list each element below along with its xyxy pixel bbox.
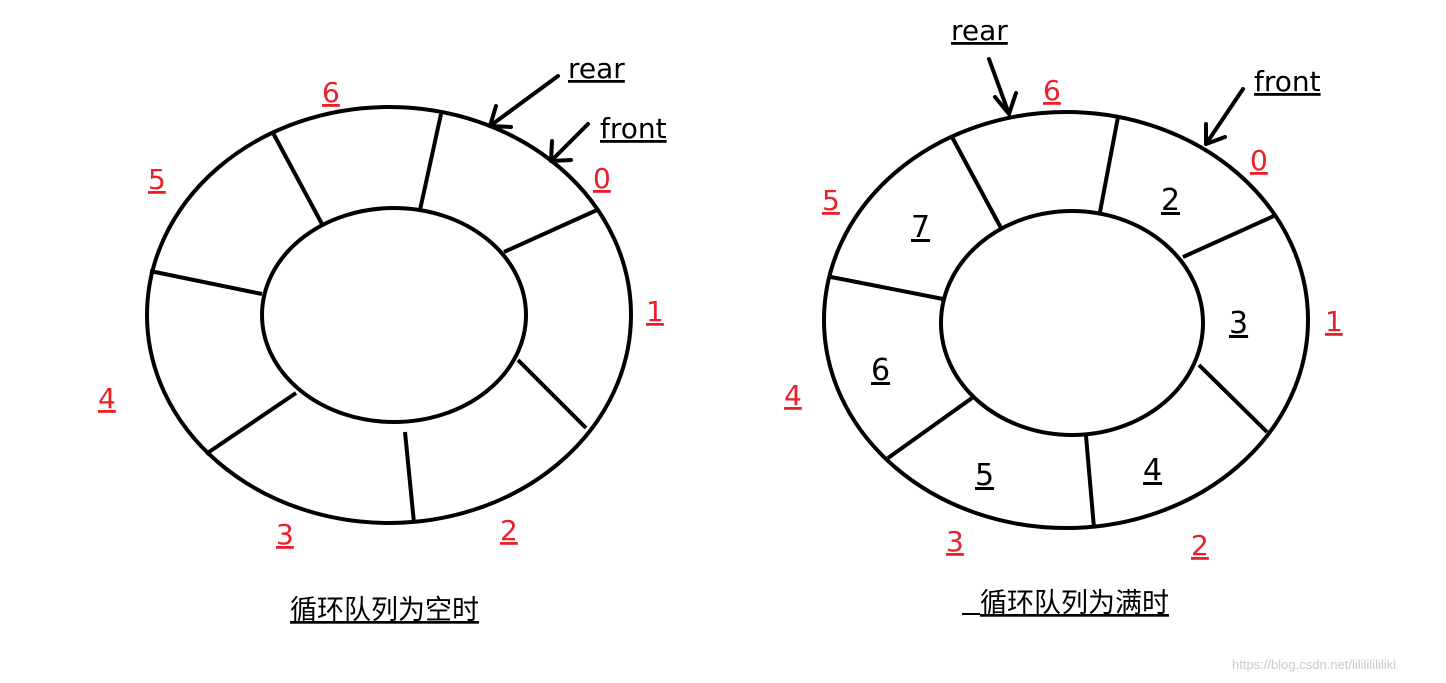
- right-index-1: 1: [1325, 305, 1343, 338]
- right-slot-value: 4: [1143, 453, 1162, 488]
- left-index-5: 5: [148, 163, 166, 196]
- left-caption: 循环队列为空时: [290, 595, 479, 626]
- right-index-6: 6: [1043, 74, 1061, 107]
- right-slot-value: 7: [911, 210, 930, 245]
- right-rear-label: rear: [951, 14, 1008, 47]
- right-divider: [1084, 435, 1096, 529]
- right-slot-value: 2: [1161, 183, 1180, 218]
- left-divider: [516, 358, 588, 430]
- left-divider: [503, 208, 598, 254]
- right-index-3: 3: [946, 525, 964, 558]
- left-index-6: 6: [322, 76, 340, 109]
- left-inner-ring: [260, 206, 528, 424]
- left-index-4: 4: [98, 382, 116, 415]
- left-queue-diagram: [145, 105, 633, 525]
- right-inner-ring: [939, 209, 1205, 437]
- right-index-0: 0: [1250, 144, 1268, 177]
- right-index-2: 2: [1191, 529, 1209, 562]
- left-front-arrow: [549, 122, 590, 163]
- right-rear-arrow: [987, 57, 1018, 116]
- left-rear-arrow: [488, 74, 560, 129]
- right-slot-value: 6: [871, 353, 890, 388]
- right-divider: [1182, 213, 1277, 259]
- left-divider: [403, 431, 416, 524]
- left-index-2: 2: [500, 514, 518, 547]
- watermark: https://blog.csdn.net/lilililililiki: [1232, 657, 1396, 672]
- right-caption: 循环队列为满时: [980, 588, 1169, 619]
- left-index-0: 0: [593, 162, 611, 195]
- left-index-3: 3: [276, 518, 294, 551]
- right-front-label: front: [1254, 65, 1321, 98]
- left-front-label: front: [600, 112, 667, 145]
- right-slot-value: 3: [1229, 306, 1248, 341]
- left-divider: [149, 269, 263, 296]
- left-divider: [418, 113, 443, 211]
- right-slot-value: 5: [975, 458, 994, 493]
- left-index-1: 1: [646, 295, 664, 328]
- right-queue-diagram: [822, 110, 1310, 530]
- right-front-arrow: [1204, 87, 1245, 146]
- left-divider: [204, 391, 298, 456]
- left-rear-label: rear: [568, 52, 625, 85]
- right-divider: [886, 396, 974, 460]
- right-index-5: 5: [822, 184, 840, 217]
- left-divider: [270, 130, 324, 225]
- left-outer-ring: [145, 105, 633, 525]
- right-divider: [950, 136, 1003, 229]
- right-outer-ring: [822, 110, 1310, 530]
- right-index-4: 4: [784, 379, 802, 412]
- right-divider: [830, 275, 944, 301]
- right-divider: [1098, 116, 1120, 213]
- right-divider: [1197, 363, 1269, 434]
